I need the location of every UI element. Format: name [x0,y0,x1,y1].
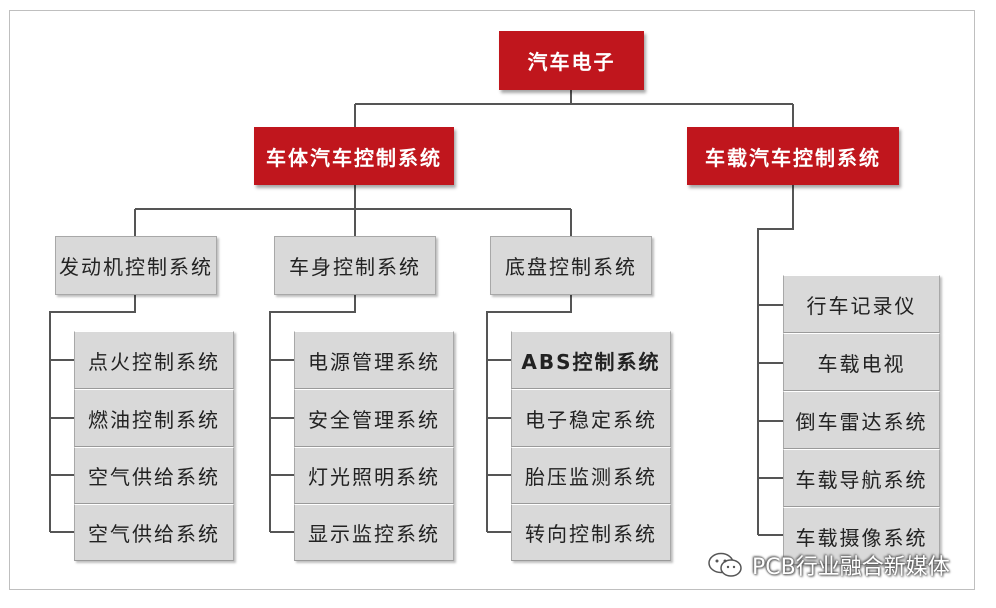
engine-item-4: 空气供给系统 [74,504,234,561]
engine-item-1: 点火控制系统 [74,331,234,389]
group-chassis: 底盘控制系统 [490,236,652,295]
body-item-3: 灯光照明系统 [294,447,454,504]
engine-item-2: 燃油控制系统 [74,389,234,447]
vehicle-item-3: 倒车雷达系统 [783,391,940,449]
diagram-frame [9,10,975,590]
vehicle-item-2: 车载电视 [783,333,940,391]
group-engine: 发动机控制系统 [55,236,217,295]
connector-engine [49,295,136,533]
branch-body-control: 车体汽车控制系统 [254,127,454,185]
root-node: 汽车电子 [499,31,644,90]
chassis-item-2: 电子稳定系统 [511,389,671,447]
body-item-4: 显示监控系统 [294,504,454,561]
body-item-1: 电源管理系统 [294,331,454,389]
vehicle-item-5: 车载摄像系统 [783,507,940,565]
watermark: PCB行业融合新媒体 [706,550,950,580]
branch-vehicle-mounted: 车载汽车控制系统 [687,127,899,185]
connector-chassis [486,295,572,533]
connector-vehicle-mounted [757,185,794,536]
watermark-text: PCB行业融合新媒体 [752,555,950,580]
chassis-item-1: ABS控制系统 [511,331,671,389]
connector-body [269,295,356,533]
engine-item-3: 空气供给系统 [74,447,234,504]
chassis-item-3: 胎压监测系统 [511,447,671,504]
connector-body-control [134,185,572,236]
wechat-icon [708,552,742,577]
vehicle-item-4: 车载导航系统 [783,449,940,507]
connector-root [354,90,794,127]
chassis-item-4: 转向控制系统 [511,504,671,561]
vehicle-item-1: 行车记录仪 [783,275,940,333]
group-body: 车身控制系统 [274,236,436,295]
body-item-2: 安全管理系统 [294,389,454,447]
